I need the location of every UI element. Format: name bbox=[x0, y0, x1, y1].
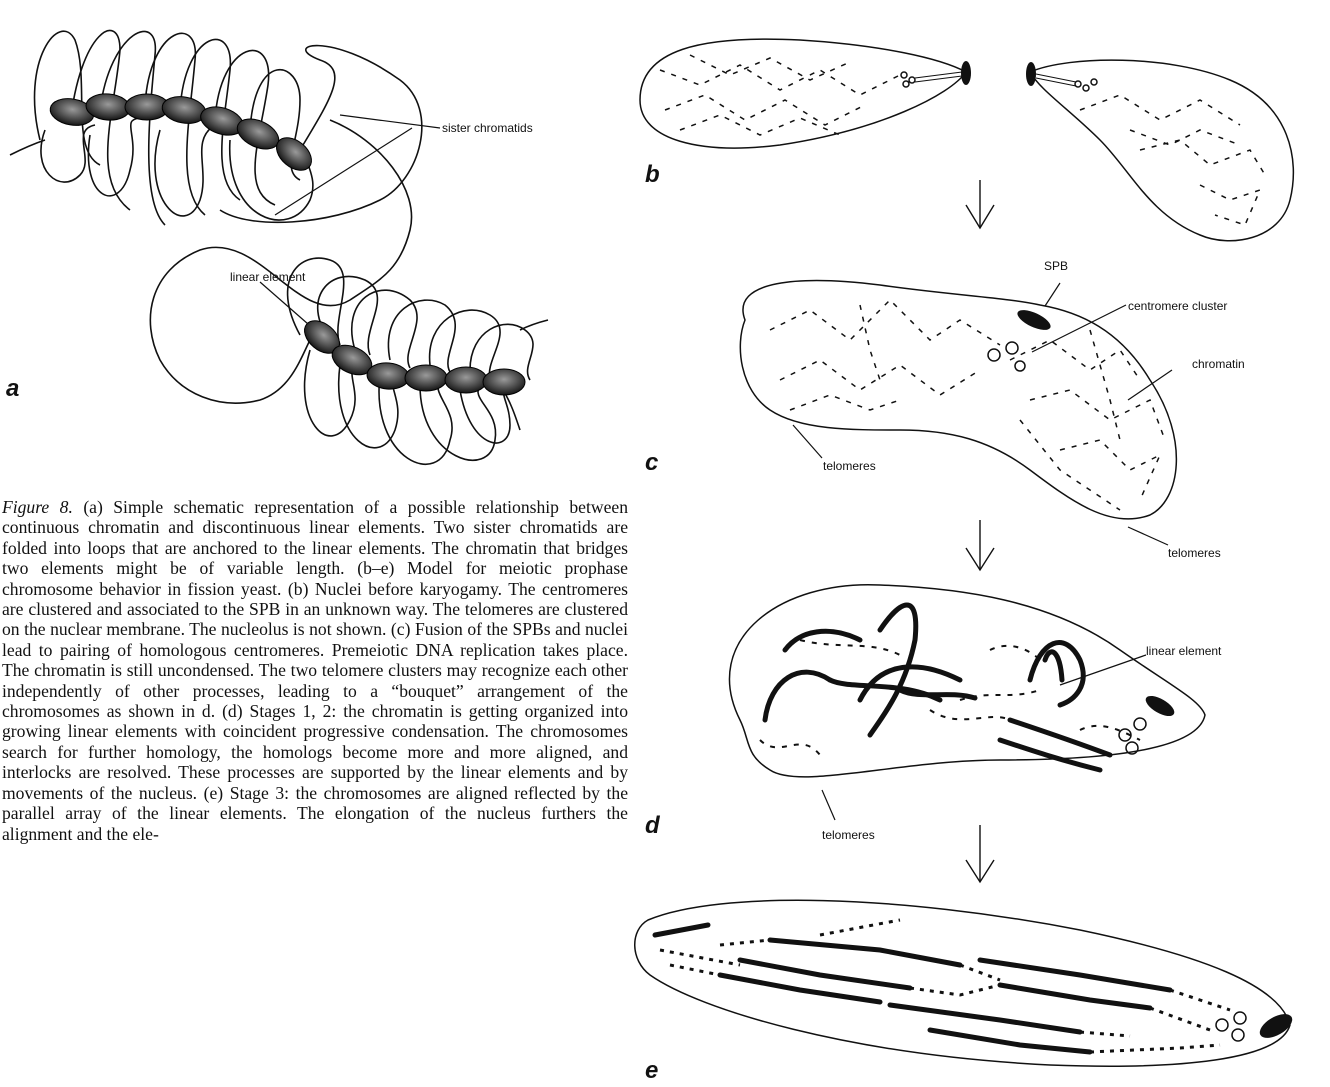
linear-elements-d bbox=[765, 605, 1110, 770]
panel-label-c: c bbox=[645, 449, 658, 476]
spb-d bbox=[1143, 692, 1178, 720]
centromeres-d bbox=[1119, 718, 1146, 754]
chromatin-tail bbox=[520, 320, 548, 330]
label-telomeres-c1: telomeres bbox=[823, 459, 876, 473]
leader-line bbox=[260, 282, 308, 324]
leader-line bbox=[340, 115, 440, 128]
centromere-b2 bbox=[1083, 85, 1089, 91]
spb-b-right bbox=[1026, 62, 1036, 86]
figure-caption: Figure 8. (a) Simple schematic represent… bbox=[2, 497, 628, 844]
panel-e-aligned bbox=[635, 900, 1290, 1066]
label-linear-element-d: linear element bbox=[1146, 644, 1222, 658]
leader-line bbox=[1128, 370, 1172, 400]
bridging-chromatin bbox=[150, 120, 411, 403]
chromatin-loop bbox=[460, 388, 510, 443]
arrow-c-d bbox=[966, 520, 994, 570]
panel-label-d: d bbox=[645, 812, 661, 839]
chromatin-dashes-d bbox=[760, 640, 1140, 755]
chromatin-loop bbox=[145, 33, 205, 215]
chromatin-loop bbox=[41, 125, 95, 182]
caption-text: (a) Simple schematic representation of a… bbox=[2, 497, 628, 844]
panel-label-b: b bbox=[645, 161, 660, 188]
nucleus-right bbox=[1030, 60, 1293, 241]
centromere-b1 bbox=[903, 81, 909, 87]
centromere-c bbox=[988, 349, 1000, 361]
panel-c-fused-nucleus bbox=[740, 281, 1176, 545]
panel-a-schematic bbox=[10, 31, 548, 465]
panel-d-bouquet bbox=[729, 585, 1205, 820]
spb-b-left bbox=[961, 61, 971, 85]
chromatin-loop bbox=[388, 300, 455, 372]
leader-line bbox=[1128, 527, 1168, 545]
panel-label-e: e bbox=[645, 1057, 658, 1084]
centromere-b1 bbox=[901, 72, 907, 78]
nucleus-c bbox=[740, 281, 1176, 519]
centromere-b1 bbox=[909, 77, 915, 83]
leader-line bbox=[822, 790, 835, 820]
chromatin-loop bbox=[155, 125, 215, 216]
spb-c bbox=[1015, 306, 1054, 334]
centromere-c bbox=[1006, 342, 1018, 354]
label-spb: SPB bbox=[1044, 259, 1068, 273]
chromatin-loop bbox=[88, 118, 140, 196]
chromatin-loop bbox=[420, 385, 496, 460]
centromere-b2 bbox=[1091, 79, 1097, 85]
leader-line bbox=[793, 425, 822, 458]
panel-label-a: a bbox=[6, 375, 19, 402]
label-linear-element-a: linear element bbox=[230, 270, 306, 284]
arrow-b-c bbox=[966, 180, 994, 228]
leader-line bbox=[1045, 283, 1060, 306]
linear-element-beads-lower bbox=[298, 314, 525, 395]
centromeres-e bbox=[1216, 1012, 1246, 1041]
caption-figure-label: Figure 8. bbox=[2, 497, 73, 517]
nucleus-d bbox=[729, 585, 1205, 777]
bridging-chromatin bbox=[10, 140, 45, 155]
label-sister-chromatids: sister chromatids bbox=[442, 121, 533, 135]
label-chromatin: chromatin bbox=[1192, 357, 1245, 371]
nucleus-e bbox=[635, 900, 1290, 1066]
label-centromere-cluster: centromere cluster bbox=[1128, 299, 1227, 313]
arrow-d-e bbox=[966, 825, 994, 882]
nucleus-left bbox=[640, 39, 966, 148]
label-telomeres-d: telomeres bbox=[822, 828, 875, 842]
centromere-c bbox=[1015, 361, 1025, 371]
leader-line bbox=[1060, 655, 1146, 685]
label-telomeres-c2: telomeres bbox=[1168, 546, 1221, 560]
